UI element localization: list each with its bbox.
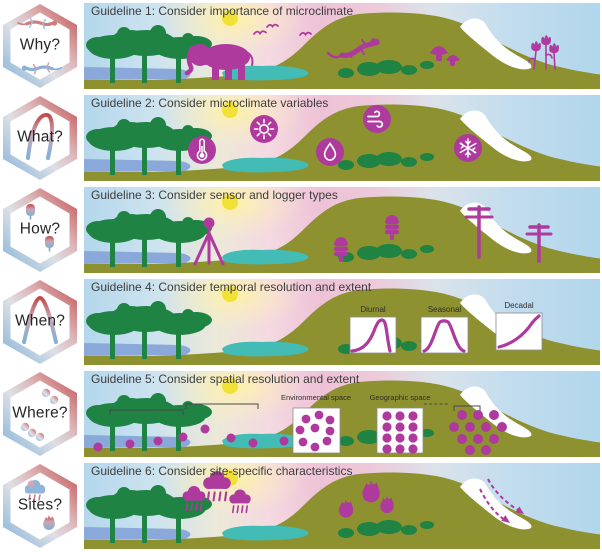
thermometer-icon — [188, 136, 216, 164]
panel-guideline-5: Guideline 5: Consider spatial resolution… — [84, 371, 600, 457]
decadal-label: Decadal — [504, 301, 534, 310]
lizard-icon — [326, 38, 380, 59]
response-curve-icon — [26, 113, 54, 160]
extent-brackets — [109, 403, 481, 415]
hexagon-where: Where? — [2, 371, 78, 457]
panel-guideline-4: Guideline 4: Consider temporal resolutio… — [84, 279, 600, 365]
hillside-sensor-cluster — [449, 410, 507, 455]
hexagon-how: How? — [2, 187, 78, 273]
hexagon-why-label: Why? — [19, 36, 61, 54]
hexagon-what: What? — [2, 95, 78, 181]
snowflake-icon — [454, 134, 482, 162]
guideline-4-title: Guideline 4: Consider temporal resolutio… — [91, 280, 372, 294]
wind-icon — [363, 105, 391, 133]
sensor-logger-icons — [26, 204, 54, 252]
t-post-sensor-icon — [464, 205, 553, 263]
row-guideline-6: Sites? — [0, 460, 602, 552]
scatter-dots-icon — [20, 388, 59, 442]
seasonal-chart — [420, 316, 469, 354]
mushrooms-icon — [430, 46, 460, 66]
diurnal-label: Diurnal — [360, 305, 386, 314]
downslope-arrows-icon — [479, 478, 524, 523]
guideline-5-title: Guideline 5: Consider spatial resolution… — [91, 372, 360, 386]
seasonal-label: Seasonal — [427, 305, 462, 314]
row-guideline-4: When? Guideline 4: Consider temporal res… — [0, 276, 602, 368]
birds-icon — [253, 23, 312, 37]
guideline-6-title: Guideline 6: Consider site-specific char… — [91, 464, 353, 478]
diurnal-chart — [349, 316, 397, 354]
row-guideline-3: How? — [0, 184, 602, 276]
guideline-3-title: Guideline 3: Consider sensor and logger … — [91, 188, 338, 202]
bell-curve-icon — [22, 295, 58, 344]
panel-guideline-1: Guideline 1: Consider importance of micr… — [84, 3, 600, 89]
geographic-space-label: Geographic space — [369, 393, 431, 402]
panel-guideline-3: Guideline 3: Consider sensor and logger … — [84, 187, 600, 273]
panel-guideline-2: Guideline 2: Consider microclimate varia… — [84, 95, 600, 181]
decadal-chart — [495, 312, 543, 351]
hexagon-how-label: How? — [19, 220, 61, 238]
guideline-1-title: Guideline 1: Consider importance of micr… — [91, 4, 354, 18]
hexagon-sites-label: Sites? — [17, 496, 63, 514]
row-guideline-5: Where? — [0, 368, 602, 460]
guideline-2-title: Guideline 2: Consider microclimate varia… — [91, 96, 329, 110]
geographic-space-grid — [376, 407, 424, 454]
tripod-sensor-icon — [193, 217, 225, 266]
rain-cloud-and-fire-icon — [24, 480, 55, 531]
hexagon-sites: Sites? — [2, 463, 78, 549]
environmental-space-plot — [292, 407, 341, 454]
elephant-icon — [184, 44, 254, 80]
panel-guideline-6: Guideline 6: Consider site-specific char… — [84, 463, 600, 549]
hexagon-what-label: What? — [17, 128, 63, 146]
sensor-dots-landscape — [93, 424, 310, 452]
hexagon-when: When? — [2, 279, 78, 365]
row-guideline-2: What? — [0, 92, 602, 184]
solar-radiation-icon — [250, 115, 278, 143]
hexagon-where-label: Where? — [12, 404, 68, 422]
lizards-icon — [17, 17, 62, 75]
water-drop-icon — [316, 138, 344, 166]
environmental-space-label: Environmental space — [280, 393, 352, 402]
row-guideline-1: Why? — [0, 0, 602, 92]
hexagon-when-label: When? — [14, 312, 66, 330]
hexagon-why: Why? — [2, 3, 78, 89]
flowers-icon — [528, 35, 559, 70]
